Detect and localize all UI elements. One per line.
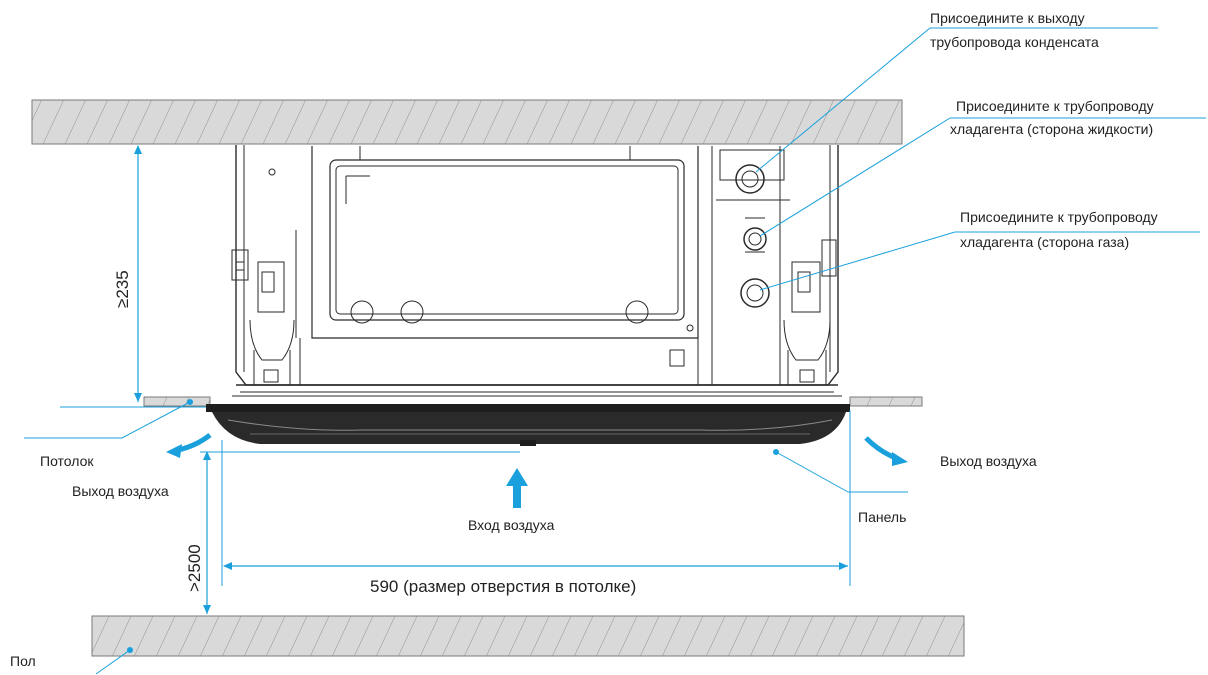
- floor-slab: [91, 615, 965, 657]
- callout-gas-line1: Присоедините к трубопроводу: [960, 209, 1158, 225]
- dimension-floor-height-label: >2500: [185, 544, 204, 592]
- dimension-floor-height: [200, 451, 520, 614]
- dimension-clearance-label: ≥235: [113, 270, 132, 308]
- air-outlet-arrow-left: [166, 433, 212, 458]
- ceiling-board-right: [849, 396, 923, 407]
- label-panel: Панель: [858, 509, 906, 525]
- dimension-opening-label: 590 (размер отверстия в потолке): [370, 577, 636, 596]
- label-floor: Пол: [10, 653, 36, 669]
- leader-lines: [24, 27, 1206, 675]
- label-air-outlet-right: Выход воздуха: [940, 453, 1037, 469]
- upper-slab: [31, 99, 903, 145]
- label-air-inlet: Вход воздуха: [468, 517, 555, 533]
- callout-drain-line1: Присоедините к выходу: [930, 10, 1085, 26]
- label-ceiling: Потолок: [40, 453, 94, 469]
- indoor-unit: [231, 145, 842, 397]
- ceiling-board-left: [143, 396, 211, 407]
- air-inlet-arrow: [506, 468, 528, 508]
- label-air-outlet-left: Выход воздуха: [72, 483, 169, 499]
- air-outlet-arrow-right: [864, 436, 908, 466]
- callout-liquid-line2: хладагента (сторона жидкости): [950, 121, 1153, 137]
- decorative-panel: [206, 404, 850, 446]
- callout-gas-line2: хладагента (сторона газа): [960, 234, 1129, 250]
- callout-drain-line2: трубопровода конденсата: [930, 34, 1099, 50]
- dimension-clearance: [60, 145, 206, 408]
- dimension-opening: [221, 410, 851, 586]
- callout-liquid-line1: Присоедините к трубопроводу: [956, 98, 1154, 114]
